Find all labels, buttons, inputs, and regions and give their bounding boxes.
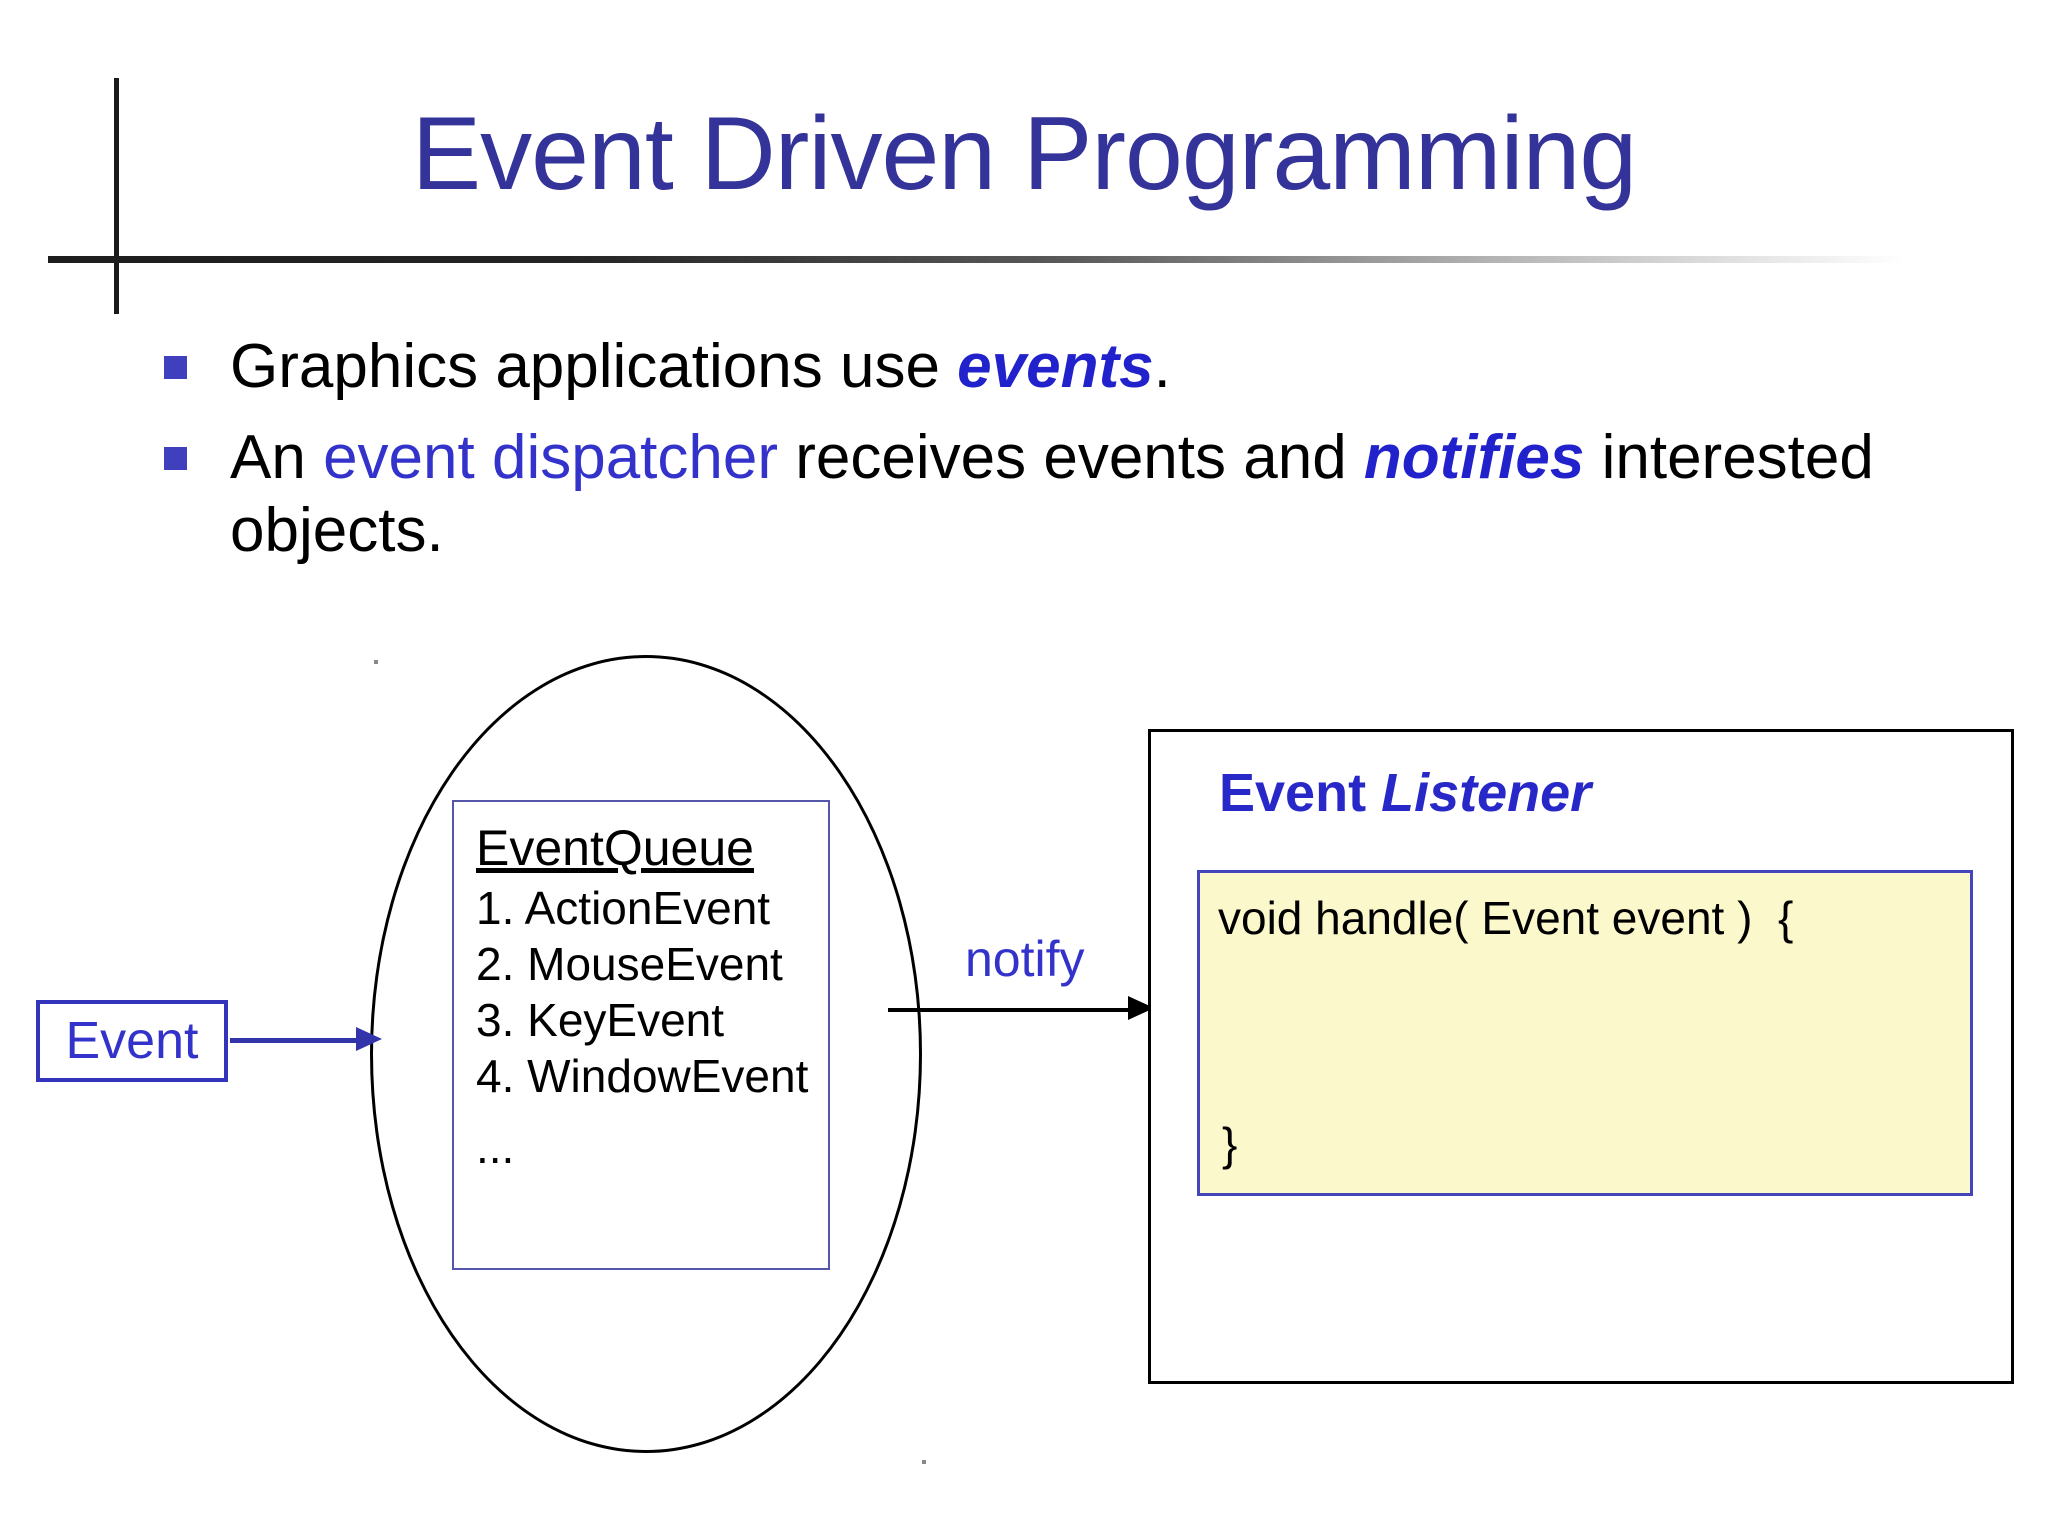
square-bullet-icon: [164, 447, 187, 471]
square-bullet-icon: [164, 356, 187, 379]
title-horizontal-rule: [48, 256, 1904, 263]
queue-item-1: 1. ActionEvent: [476, 882, 771, 934]
arrow-head-icon: [356, 1027, 382, 1051]
decorative-speck: [922, 1460, 926, 1464]
bullet-2-seg-2: receives events and: [778, 423, 1364, 493]
event-box: Event: [36, 1000, 228, 1082]
event-listener-title: Event Listener: [1219, 762, 1591, 824]
handler-code-box: void handle( Event event ) { }: [1197, 870, 1973, 1196]
bullet-1-seg-0: Graphics applications use: [230, 332, 958, 401]
list-item: An event dispatcher receives events and …: [150, 421, 1940, 567]
bullet-1-seg-1-events: events: [957, 332, 1154, 401]
event-listener-title-italic: Listener: [1381, 763, 1592, 823]
code-line-close: }: [1222, 1118, 1238, 1170]
queue-item-2: 2. MouseEvent: [476, 938, 783, 991]
arrow-shaft: [888, 1008, 1132, 1012]
event-listener-title-plain: Event: [1219, 763, 1367, 823]
event-dispatcher-ellipse: [370, 655, 922, 1453]
queue-ellipsis: ...: [476, 1121, 515, 1174]
event-listener-box: Event Listener void handle( Event event …: [1148, 729, 2014, 1384]
event-to-queue-arrow: [230, 1027, 385, 1051]
event-queue-box: EventQueue 1. ActionEvent 2. MouseEvent …: [452, 800, 830, 1270]
bullet-1-seg-2: .: [1153, 332, 1171, 401]
list-item: Graphics applications use events.: [150, 330, 1940, 403]
queue-item-4: 4. WindowEvent: [476, 1050, 809, 1103]
bullet-2-seg-4: interested objects.: [230, 423, 1874, 566]
queue-item-3: 3. KeyEvent: [476, 994, 725, 1047]
bullet-2-seg-1-dispatcher: event dispatcher: [323, 423, 779, 493]
event-box-label: Event: [65, 1012, 199, 1070]
code-line-open: void handle( Event event ) {: [1218, 892, 1794, 944]
notify-arrow: [888, 996, 1158, 1020]
bullet-list: Graphics applications use events. An eve…: [150, 330, 1940, 585]
title-vertical-rule: [114, 78, 119, 314]
decorative-speck: [374, 660, 378, 664]
bullet-2-seg-3-notifies: notifies: [1363, 423, 1585, 493]
arrow-shaft: [230, 1038, 360, 1043]
event-queue-title: EventQueue: [476, 820, 754, 876]
notify-arrow-label: notify: [965, 931, 1085, 987]
bullet-2-seg-0: An: [230, 423, 324, 493]
page-title: Event Driven Programming: [411, 96, 1637, 212]
